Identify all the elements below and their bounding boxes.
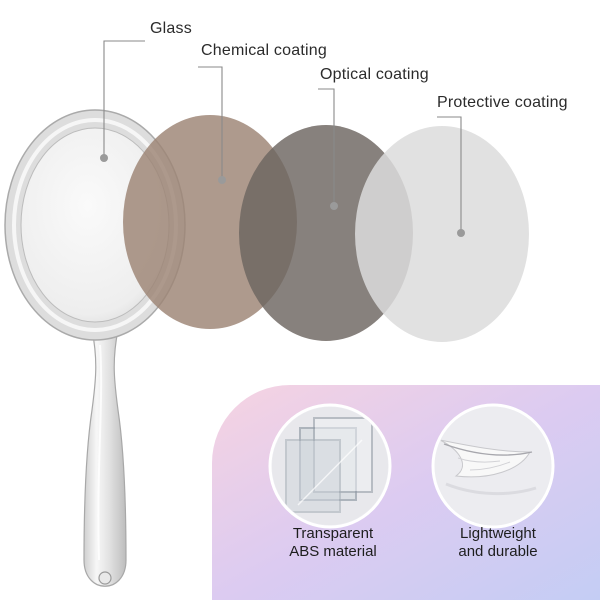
feature-caption-transparent: Transparent ABS material — [268, 525, 398, 561]
feature-caption-line: Transparent — [292, 525, 374, 542]
acrylic-sheets-icon — [268, 403, 392, 529]
protective-coating-layer — [355, 126, 529, 342]
feature-caption-line: ABS material — [289, 543, 377, 560]
feather-icon — [431, 403, 555, 529]
chemical-coating-label: Chemical coating — [201, 42, 327, 59]
feature-caption-line: and durable — [458, 543, 538, 560]
feature-caption-line: Lightweight — [460, 525, 536, 542]
optical-coating-label: Optical coating — [320, 66, 429, 83]
leader-dots — [100, 154, 465, 237]
leader-lines — [103, 40, 462, 233]
glass-label: Glass — [150, 20, 192, 37]
protective-coating-label: Protective coating — [437, 94, 568, 111]
feature-caption-lightweight: Lightweight and durable — [433, 525, 563, 561]
